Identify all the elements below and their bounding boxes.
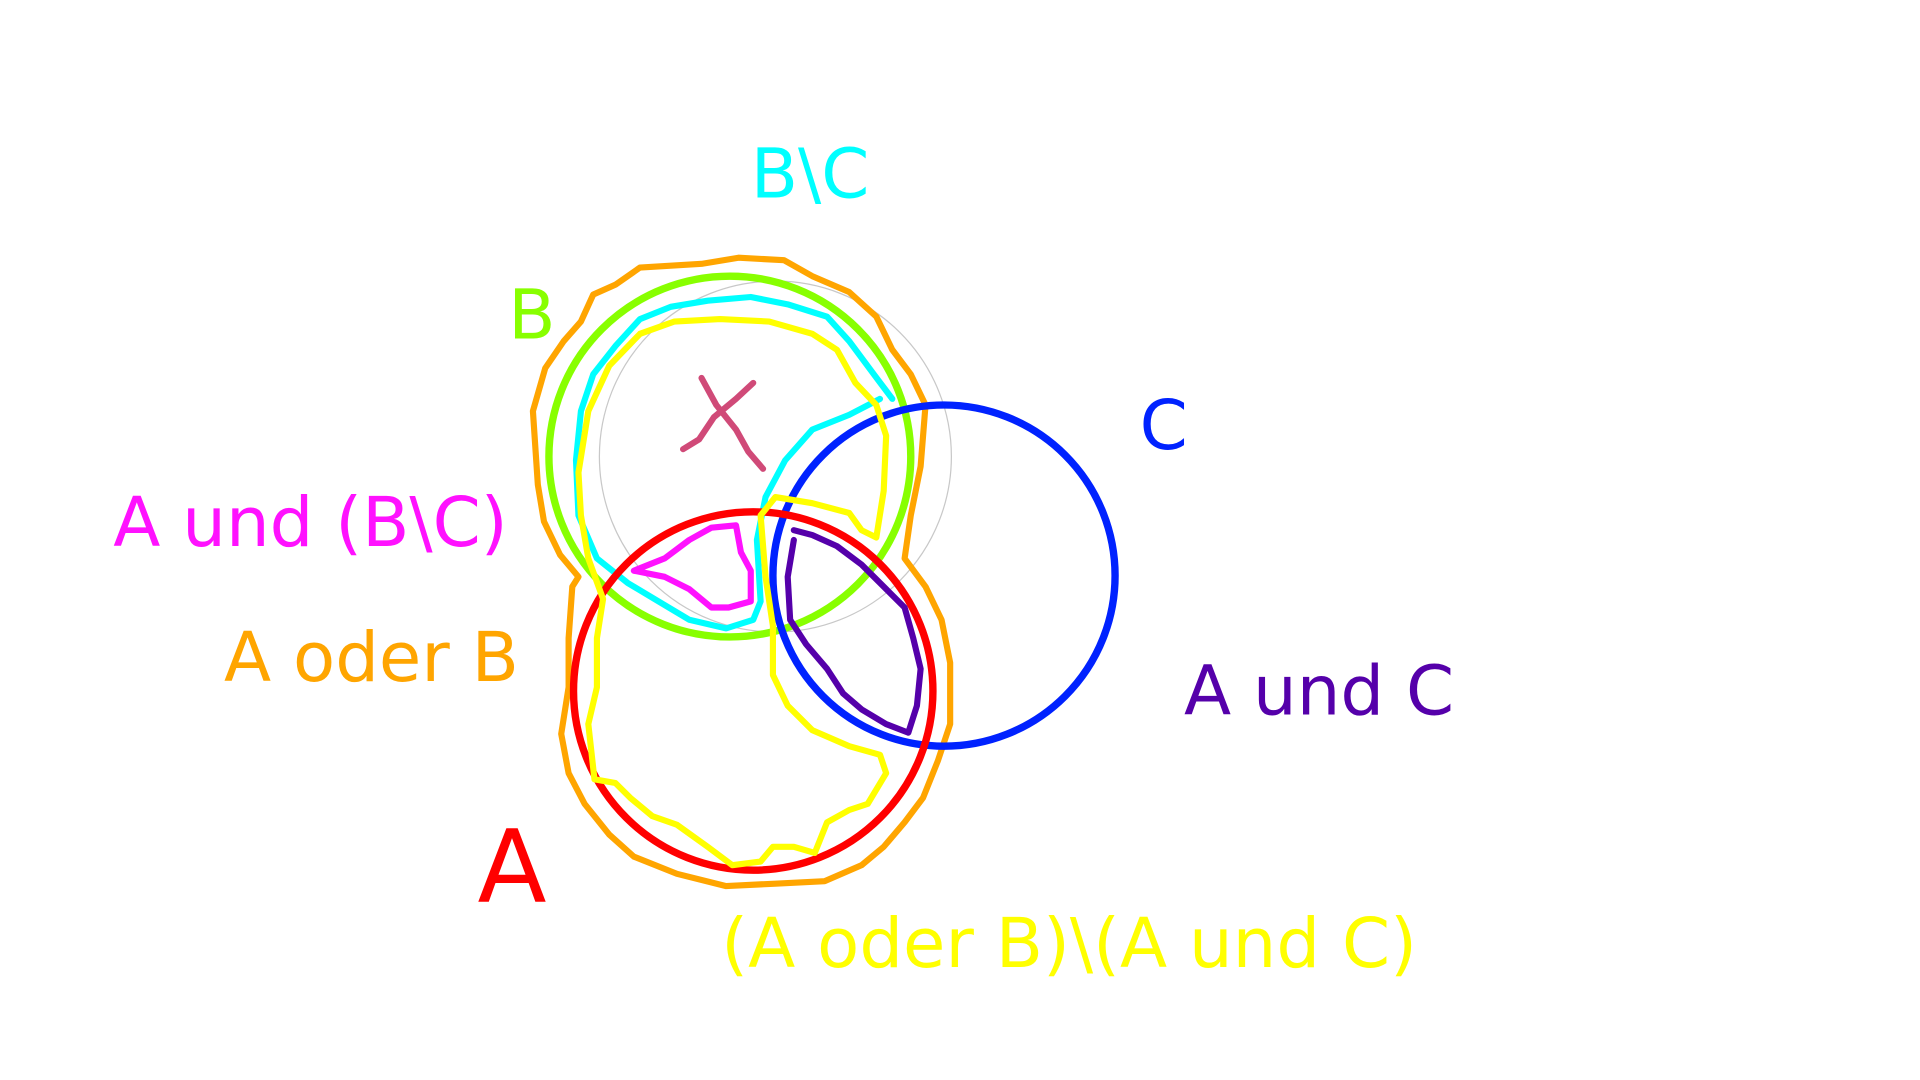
label-a-or-b: A oder B [224, 618, 519, 698]
a-and-c-outline [784, 527, 924, 736]
a-or-b-minus-a-and-c-outline [575, 316, 890, 869]
label-a-or-b-minus-a-and-c: (A oder B)\(A und C) [721, 904, 1417, 984]
label-a-and-c: A und C [1184, 651, 1454, 731]
set-b-circle [545, 272, 915, 641]
label-a: A [478, 808, 547, 926]
set-a-circle [569, 508, 937, 874]
label-b-minus-c: B\C [751, 135, 870, 215]
a-or-b-outline [529, 254, 954, 890]
set-c-circle [769, 401, 1119, 750]
a-and-b-minus-c-outline [630, 522, 754, 611]
x-mark-icon [680, 374, 767, 472]
label-c: C [1140, 386, 1188, 466]
label-a-and-b-minus-c: A und (B\C) [113, 483, 507, 563]
label-b: B [508, 276, 555, 356]
